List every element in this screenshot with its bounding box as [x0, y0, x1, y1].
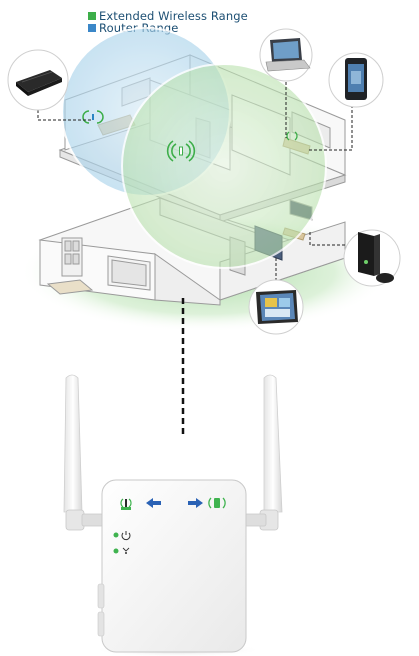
router-link-icon: [120, 498, 132, 510]
extender-side-button-1: [97, 583, 105, 609]
router-signal-icon: [82, 110, 104, 124]
game-console-callout: [343, 229, 401, 287]
laptop-signal-icon: [286, 131, 298, 141]
wps-icon: [122, 547, 130, 554]
range-extender: [63, 374, 283, 656]
wps-led: [113, 548, 119, 554]
laptop-callout: [259, 28, 313, 82]
left-antenna: [63, 374, 109, 531]
arrow-right-icon: [188, 498, 203, 508]
legend-swatch-extended: [88, 12, 96, 20]
tablet-callout: [248, 279, 304, 335]
extender-signal-icon: [166, 140, 196, 162]
legend-item-extended-range: Extended Wireless Range: [88, 10, 248, 22]
legend-label-extended: Extended Wireless Range: [99, 9, 248, 23]
arrow-left-icon: [146, 498, 161, 508]
extender-side-button-2: [97, 611, 105, 637]
right-antenna: [239, 374, 283, 531]
laptop-icon: [265, 38, 311, 72]
router-callout: [7, 49, 69, 111]
smartphone-callout: [328, 52, 384, 108]
power-icon: [121, 531, 131, 541]
power-led: [113, 532, 119, 538]
smartphone-icon: [345, 58, 367, 100]
router-icon: [16, 70, 62, 96]
legend-swatch-router: [88, 24, 96, 32]
device-link-icon: [208, 497, 226, 509]
tablet-icon: [256, 290, 298, 324]
game-console-icon: [358, 232, 394, 283]
extended-range-circle: [121, 63, 327, 269]
extender-body: [101, 479, 247, 653]
device-connectors: [37, 72, 355, 286]
